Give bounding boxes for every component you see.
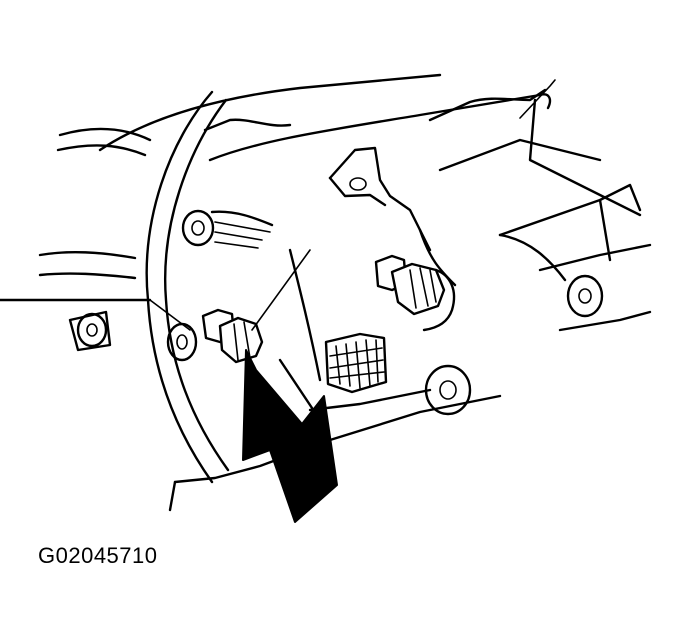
right-sensor [374, 254, 456, 332]
engine-sensor-diagram [0, 73, 652, 523]
upper-frame [98, 73, 642, 217]
right-bosses [424, 183, 652, 416]
left-fins [0, 127, 152, 302]
left-sensor [201, 308, 264, 364]
housing-outline [145, 90, 230, 484]
pointer-arrow [242, 349, 338, 523]
left-bosses [68, 209, 274, 362]
connector-grille [324, 332, 388, 394]
figure-code: G02045710 [38, 543, 158, 568]
